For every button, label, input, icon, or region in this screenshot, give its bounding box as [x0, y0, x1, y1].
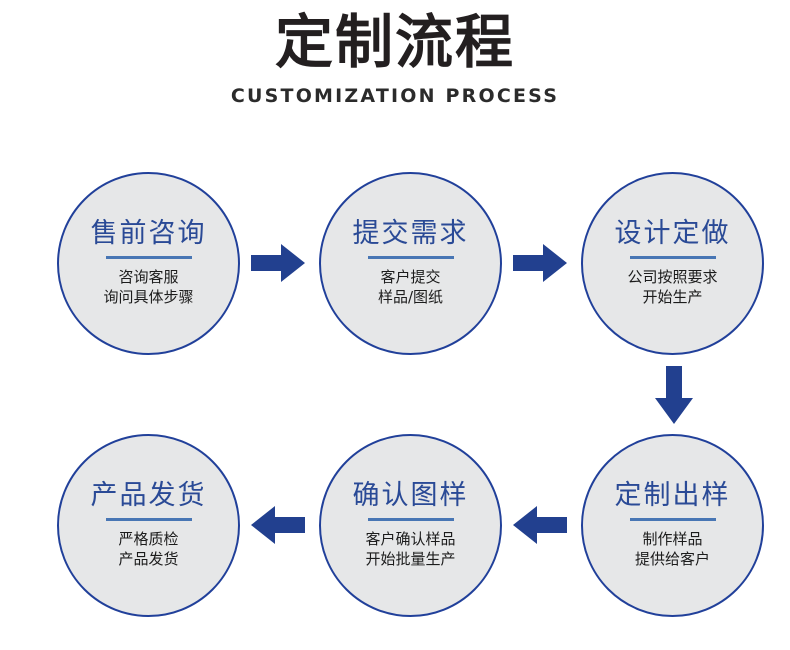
- flow-step-desc-line-2: 样品/图纸: [377, 287, 444, 306]
- flow-step-desc-line-1: 客户确认样品: [365, 529, 456, 548]
- flow-step-title: 售前咨询: [90, 218, 207, 249]
- page-title: 定制流程: [274, 8, 515, 76]
- flow-step-description: 客户确认样品 开始批量生产: [365, 529, 455, 570]
- flow-step-title: 确认图样: [352, 480, 469, 511]
- arrow-right-icon: [251, 244, 305, 282]
- flow-step-divider: [105, 518, 192, 521]
- flow-step-desc-line-2: 询问具体步骤: [103, 287, 194, 306]
- flow-step-divider: [367, 518, 454, 521]
- flow-step-desc-line-1: 咨询客服: [118, 267, 179, 286]
- flow-step-desc-line-1: 制作样品: [642, 529, 703, 548]
- page-subtitle: CUSTOMIZATION PROCESS: [230, 85, 560, 108]
- flow-step-submit-requirements[interactable]: 提交需求 客户提交 样品/图纸: [319, 172, 502, 355]
- flow-step-title: 定制出样: [614, 480, 731, 511]
- arrow-right-icon: [513, 244, 567, 282]
- flow-step-divider: [629, 518, 716, 521]
- flow-step-title: 产品发货: [90, 480, 207, 511]
- flow-step-description: 严格质检 产品发货: [118, 529, 178, 570]
- flow-step-title: 设计定做: [614, 218, 731, 249]
- arrow-left-icon: [513, 506, 567, 544]
- flow-step-product-shipment[interactable]: 产品发货 严格质检 产品发货: [57, 434, 240, 617]
- flow-step-desc-line-1: 客户提交: [380, 267, 441, 286]
- flow-step-desc-line-2: 产品发货: [118, 549, 179, 568]
- flow-step-custom-sample[interactable]: 定制出样 制作样品 提供给客户: [581, 434, 764, 617]
- arrow-down-icon: [655, 366, 693, 424]
- flow-step-desc-line-2: 提供给客户: [634, 549, 710, 568]
- flow-step-desc-line-1: 公司按照要求: [627, 267, 718, 286]
- flow-step-confirm-drawing[interactable]: 确认图样 客户确认样品 开始批量生产: [319, 434, 502, 617]
- flow-step-desc-line-1: 严格质检: [118, 529, 179, 548]
- flow-step-sales-consultation[interactable]: 售前咨询 咨询客服 询问具体步骤: [57, 172, 240, 355]
- flow-step-description: 客户提交 样品/图纸: [378, 267, 443, 308]
- flow-step-divider: [629, 256, 716, 259]
- flow-step-description: 公司按照要求 开始生产: [627, 267, 717, 308]
- flow-step-description: 制作样品 提供给客户: [635, 529, 710, 570]
- page-header: 定制流程 CUSTOMIZATION PROCESS: [0, 0, 790, 107]
- flow-step-divider: [105, 256, 192, 259]
- flow-step-divider: [367, 256, 454, 259]
- arrow-left-icon: [251, 506, 305, 544]
- flow-step-desc-line-2: 开始生产: [642, 287, 703, 306]
- flow-step-design-custom-make[interactable]: 设计定做 公司按照要求 开始生产: [581, 172, 764, 355]
- flow-step-title: 提交需求: [352, 218, 469, 249]
- flow-step-desc-line-2: 开始批量生产: [365, 549, 456, 568]
- flow-step-description: 咨询客服 询问具体步骤: [103, 267, 193, 308]
